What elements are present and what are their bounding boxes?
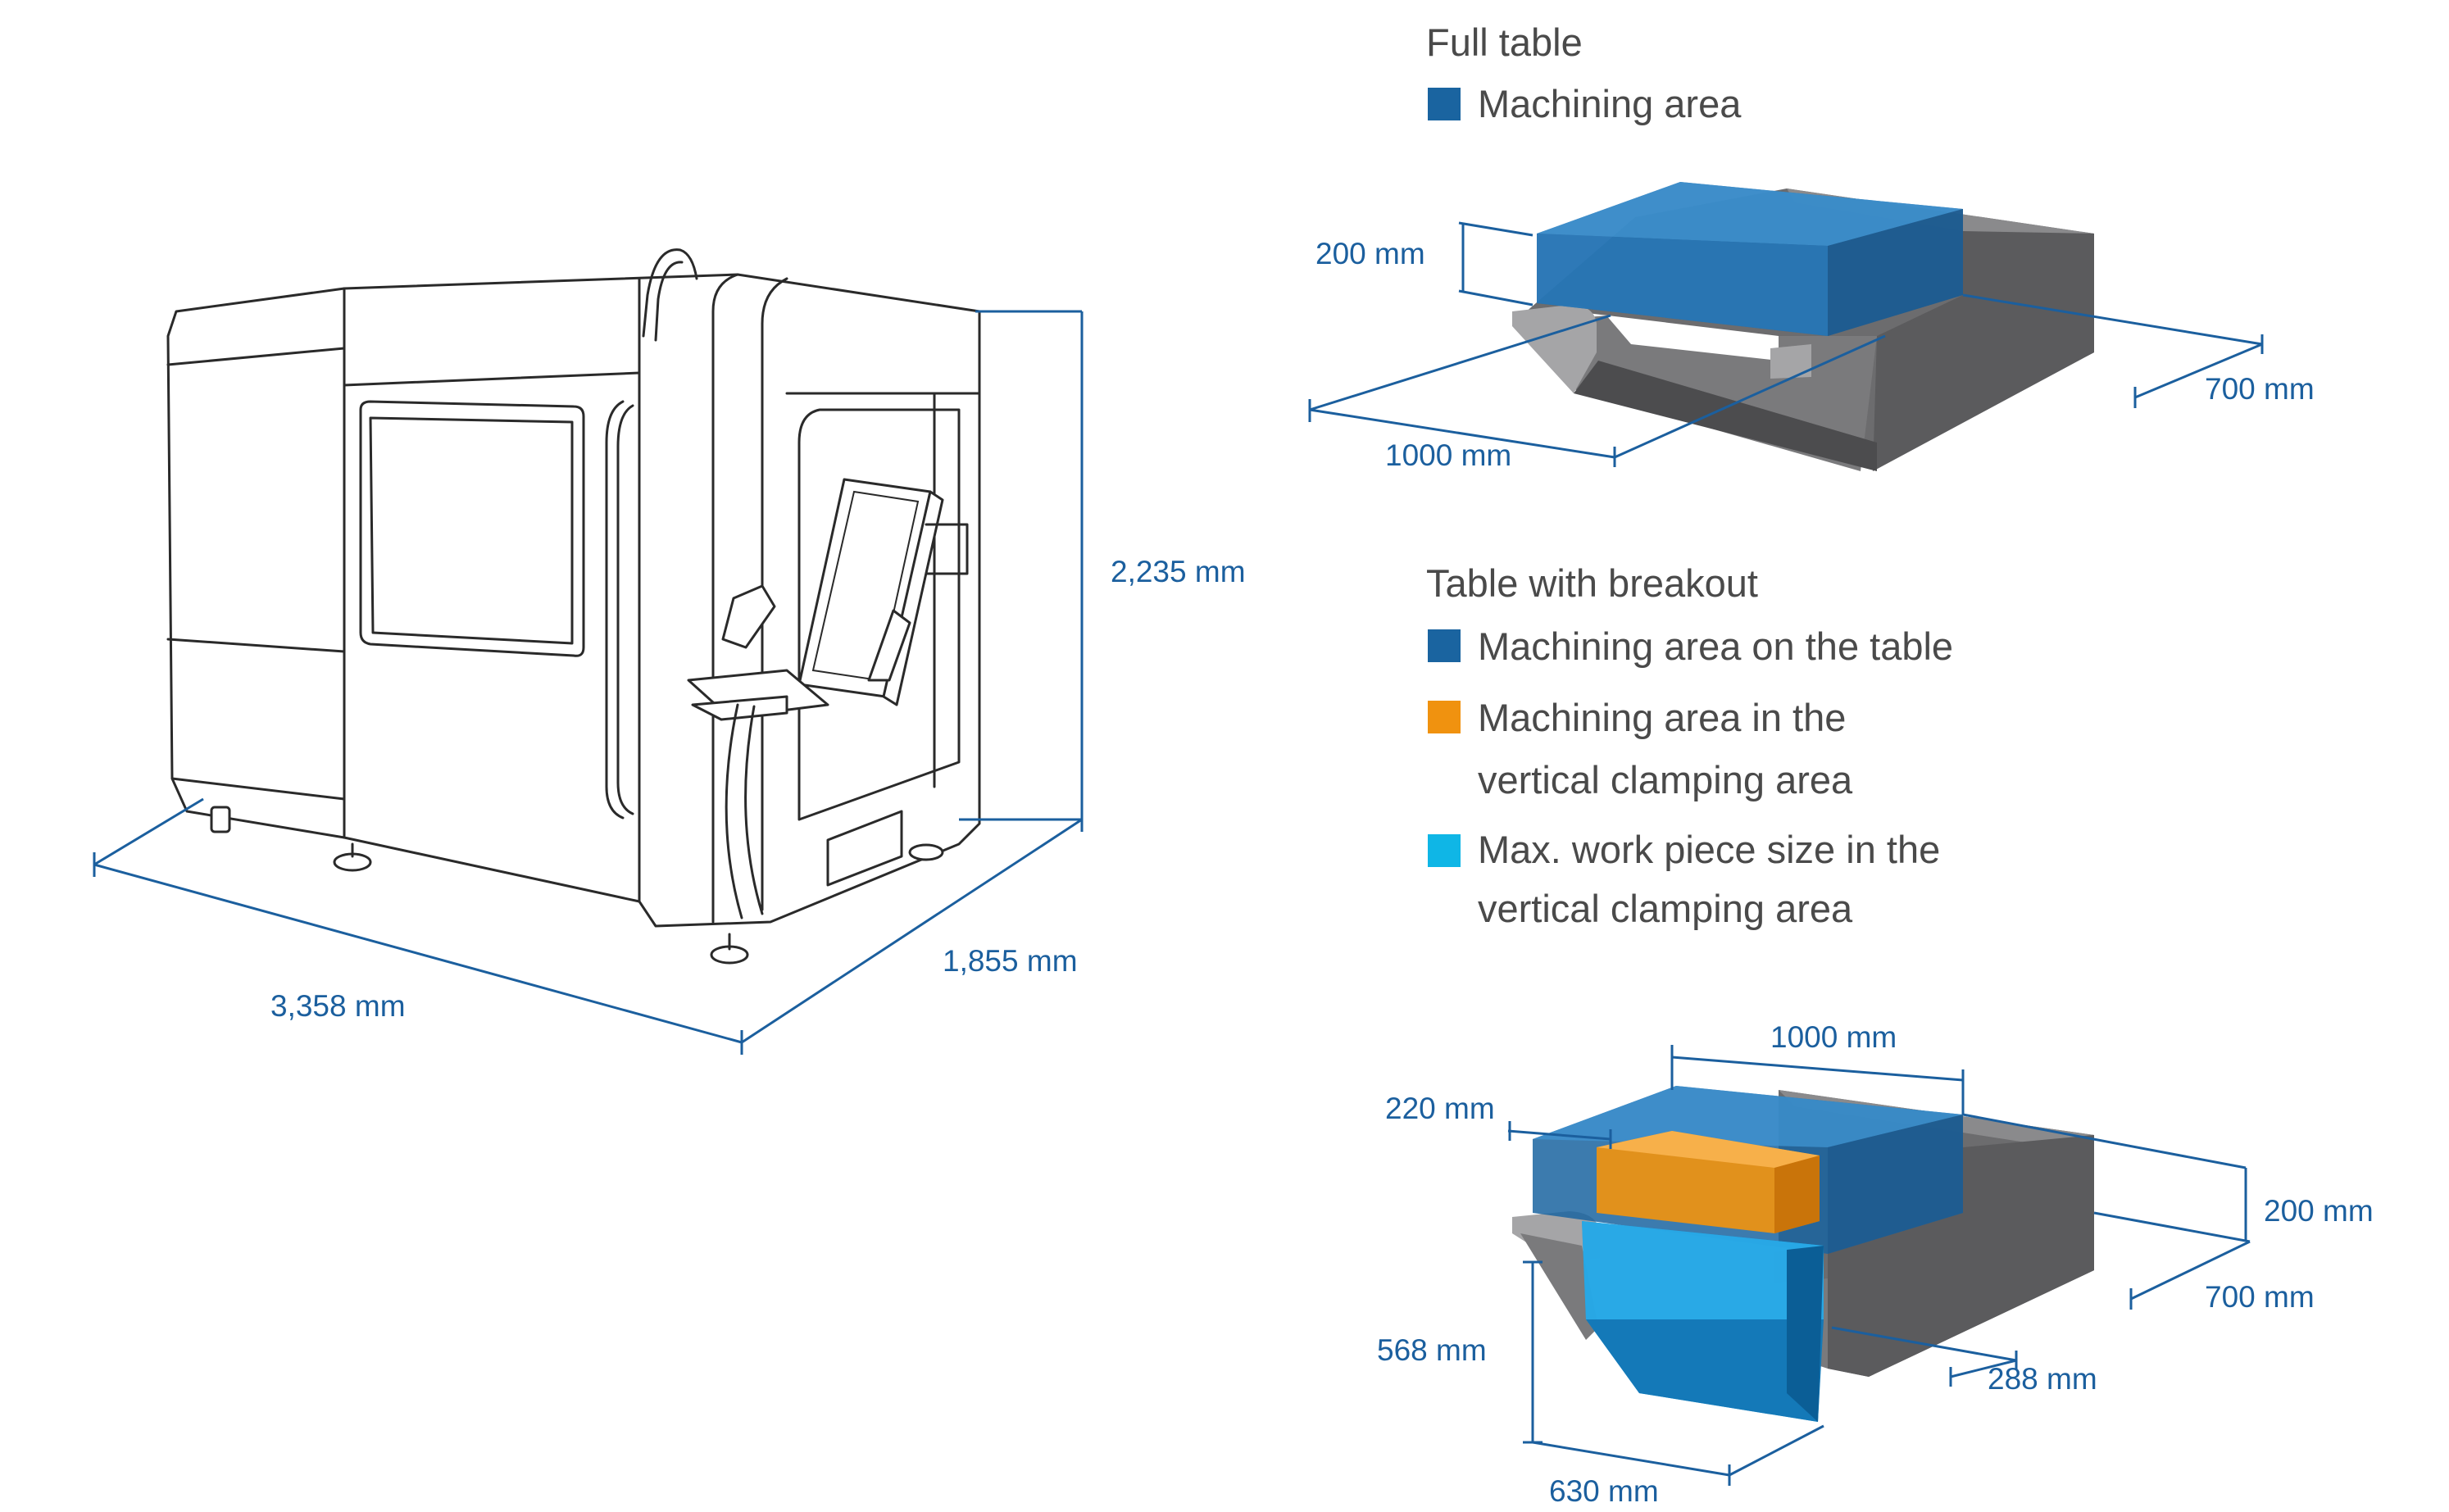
full-table-illustration <box>1512 182 2094 471</box>
machine-illustration <box>166 248 981 965</box>
legend-swatch-machining-area <box>1428 88 1461 120</box>
breakout-table-illustration <box>1512 1086 2094 1422</box>
breakout-vertical-height-label: 568 mm <box>1377 1333 1487 1367</box>
legend-label-vertical-area-line2: vertical clamping area <box>1478 758 1853 801</box>
machine-height-label: 2,235 mm <box>1111 555 1246 588</box>
full-table-height-label: 200 mm <box>1315 237 1425 270</box>
breakout-right-width-label: 700 mm <box>2205 1280 2315 1314</box>
breakout-bottom-width-label: 630 mm <box>1549 1474 1659 1508</box>
legend-swatch-vertical-area <box>1428 701 1461 733</box>
legend-label-machining-area: Machining area <box>1478 82 1742 125</box>
full-table-width-label: 700 mm <box>2205 372 2315 406</box>
breakout-table-legend: Table with breakout Machining area on th… <box>1426 561 1953 930</box>
legend-label-table-area: Machining area on the table <box>1478 624 1953 668</box>
machine-depth-label: 1,855 mm <box>943 944 1078 978</box>
full-table-legend: Full table Machining area <box>1426 20 1742 125</box>
breakout-right-height-label: 200 mm <box>2264 1194 2374 1228</box>
full-table-dimensions: 200 mm 1000 mm 700 mm <box>1308 221 2315 472</box>
full-table-title: Full table <box>1426 20 1583 64</box>
machine-dimensions: 3,358 mm 1,855 mm 2,235 mm <box>93 310 1246 1055</box>
machine-width-label: 3,358 mm <box>270 989 406 1023</box>
legend-label-max-workpiece-line1: Max. work piece size in the <box>1478 828 1940 871</box>
breakout-table-title: Table with breakout <box>1426 561 1758 605</box>
breakout-offset-label: 288 mm <box>1988 1362 2097 1396</box>
breakout-table-dimensions: 1000 mm 220 mm 200 mm 700 mm 288 mm 568 … <box>1377 1020 2374 1508</box>
breakout-top-length-label: 1000 mm <box>1770 1020 1897 1054</box>
full-table-length-label: 1000 mm <box>1385 438 1511 472</box>
legend-label-vertical-area-line1: Machining area in the <box>1478 696 1846 739</box>
legend-swatch-max-workpiece <box>1428 834 1461 867</box>
breakout-left-depth-label: 220 mm <box>1385 1092 1495 1125</box>
legend-swatch-table-area <box>1428 629 1461 662</box>
legend-label-max-workpiece-line2: vertical clamping area <box>1478 887 1853 930</box>
